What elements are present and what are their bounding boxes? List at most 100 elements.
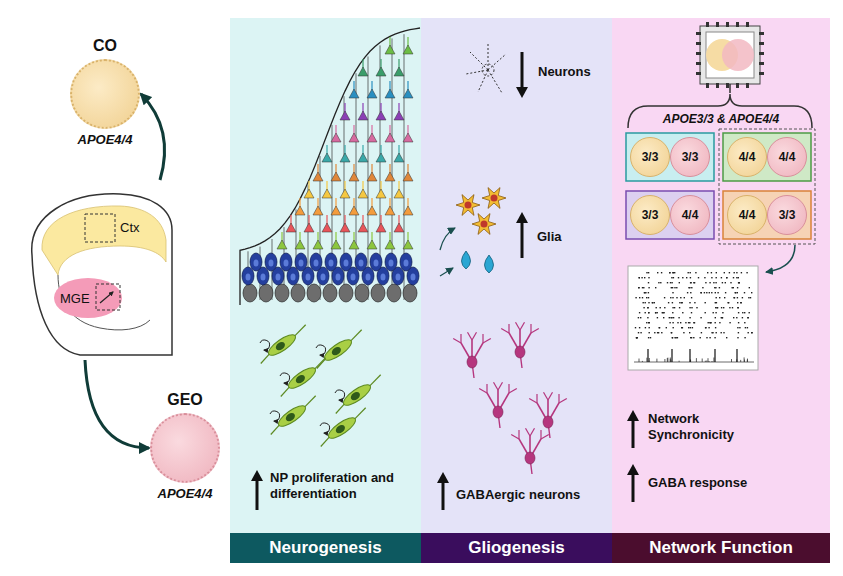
neuron [358,189,368,198]
spike-bar [702,359,703,363]
spike-dot [640,317,641,318]
spike-dot [709,282,710,283]
organoid-circle: 4/4 [670,195,710,235]
spike-dot [717,307,718,308]
nucleus [465,202,472,209]
spike-bar [656,359,657,362]
spike-dot [715,282,716,283]
label-text: Glia [537,229,562,245]
spike-dot [658,282,659,283]
mea-pin [759,32,764,35]
label-text: NP proliferation and differentiation [270,470,396,503]
spike-dot [726,337,727,338]
label-text: 4/4 [682,208,699,223]
nucleus [299,260,304,267]
label-text: 4/4 [739,208,756,223]
spike-dot [679,302,680,303]
spike-dot [645,302,646,303]
spike-dot [694,302,695,303]
spike-dot [667,282,668,283]
spike-dot [742,312,743,313]
gaba-neuron [525,452,535,464]
spike-dot [715,307,716,308]
spike-dot [669,317,670,318]
footer-bar [612,533,830,563]
spike-dot [694,322,695,323]
spike-dot [691,307,692,308]
neuron [286,223,296,232]
spike-dot [648,337,649,338]
neuron [385,89,395,98]
spike-bar [647,349,648,362]
spike-bar [740,360,741,362]
spike-dot [660,282,661,283]
spike-dot [650,337,651,338]
progenitor-cell [339,284,353,302]
organoid-node: COAPOE4/4 [70,36,140,148]
oligodendrocyte [462,251,471,269]
spike-dot [706,292,707,293]
trend-arrow [256,481,259,510]
spike-dot [690,282,691,283]
spike-dot [656,307,657,308]
radial-glia [250,253,262,271]
spike-dot [673,317,674,318]
spike-dot [692,327,693,328]
nucleus [396,274,401,281]
spike-dot [644,292,645,293]
neuron [367,240,377,249]
spike-dot [721,277,722,278]
neuron [331,133,341,142]
neuron [340,223,350,232]
spike-dot [654,332,655,333]
nucleus [411,274,416,281]
spike-dot [716,277,717,278]
spike-dot [646,272,647,273]
radial-glia [295,253,307,271]
gaba-dendrite [558,394,559,403]
trend-arrow [437,472,449,483]
spike-dot [662,312,663,313]
neuron [376,153,386,162]
spike-dot [648,302,649,303]
spike-dot [739,282,740,283]
spike-dot [673,277,674,278]
spike-dot [709,337,710,338]
spike-bar [706,361,707,363]
mea-pin [716,22,719,27]
spike-dot [639,277,640,278]
spike-dot [663,317,664,318]
neuron [349,89,359,98]
label-text: 4/4 [779,150,796,165]
spike-bar [639,359,640,363]
spike-dot [724,272,725,273]
spike-bar [642,361,643,362]
spike-dot [715,322,716,323]
panel-ground [612,18,830,563]
trend-arrow [516,212,528,223]
spike-dot [738,282,739,283]
small-arrow [100,292,113,303]
lost-neuron [488,70,502,93]
spike-bar [705,361,706,362]
panel-ground [421,18,612,563]
spike-dot [648,312,649,313]
spike-dot [733,317,734,318]
mge-region [54,278,122,318]
spike-dot [657,332,658,333]
spike-dot [726,277,727,278]
spike-dot [696,307,697,308]
spike-dot [649,327,650,328]
spike-dot [716,272,717,273]
spike-dot [685,322,686,323]
gaba-dendrite [483,338,491,343]
spike-dot [682,277,683,278]
nucleus [381,274,386,281]
spike-dot [722,312,723,313]
spike-dot [715,327,716,328]
spike-dot [693,282,694,283]
spike-dot [660,307,661,308]
neuron [403,206,413,215]
spike-dot [719,287,720,288]
text-slot: Ctx [120,220,140,236]
